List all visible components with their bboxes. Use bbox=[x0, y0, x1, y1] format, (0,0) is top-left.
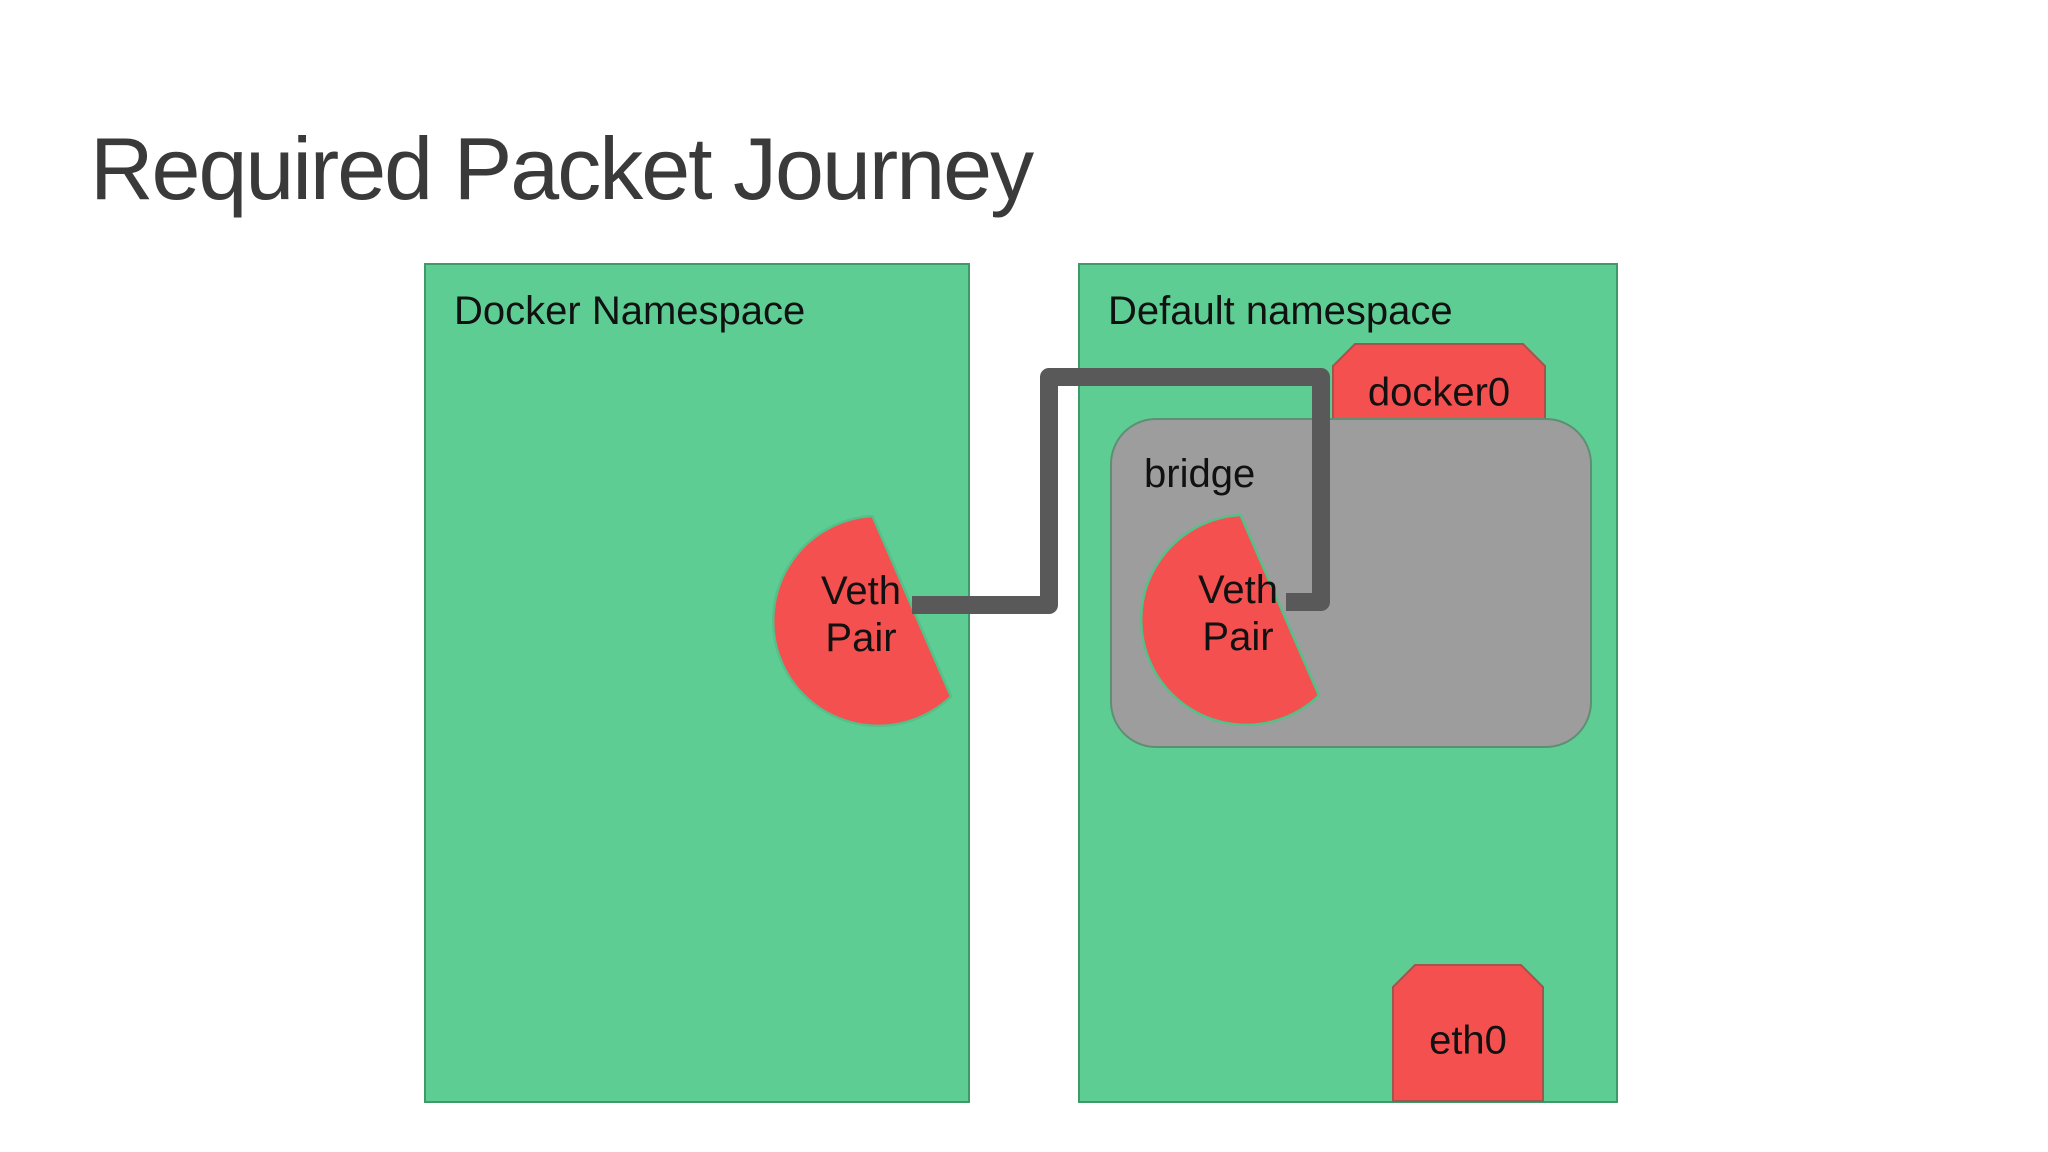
veth-pair-left-label: Veth Pair bbox=[820, 569, 902, 660]
docker0-label: docker0 bbox=[1367, 370, 1511, 415]
page-title: Required Packet Journey bbox=[90, 119, 1034, 218]
default-namespace-label: Default namespace bbox=[1108, 289, 1453, 333]
bridge-label: bridge bbox=[1144, 452, 1256, 496]
docker-namespace-label: Docker Namespace bbox=[454, 289, 806, 333]
veth-pair-left-shape bbox=[771, 514, 953, 728]
eth0-label: eth0 bbox=[1429, 1018, 1507, 1063]
eth0-shape bbox=[1392, 964, 1544, 1102]
veth-pair-right-label: Veth Pair bbox=[1197, 568, 1279, 659]
